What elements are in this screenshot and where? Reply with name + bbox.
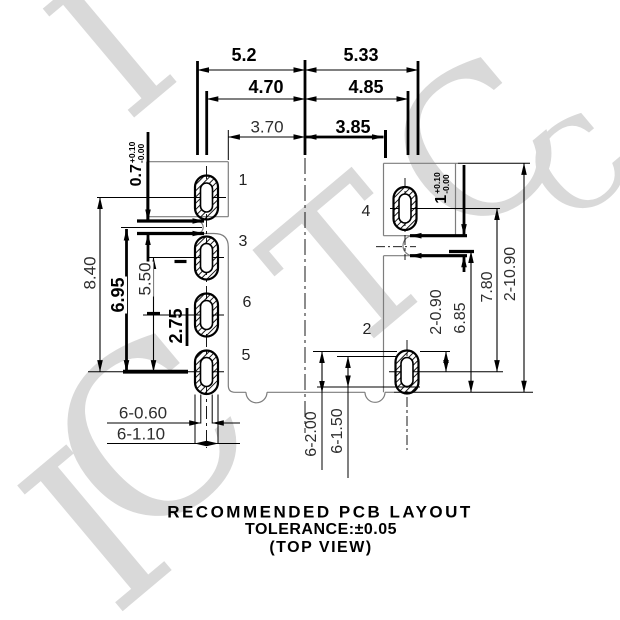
caption-tolerance: TOLERANCE:±0.05 [244,521,398,538]
dim-7-80: 7.80 [479,271,496,303]
dim-6-1-10: 6-1.10 [116,424,166,444]
pad-label-2: 2 [362,321,372,338]
dim-overall-left: 5.2 [231,45,257,65]
dim-8-40: 8.40 [80,255,100,291]
pad-5 [193,349,220,396]
pad-label-6: 6 [242,294,252,311]
dim-overall-right: 5.33 [343,45,379,65]
dim-2-0-90: 2-0.90 [428,289,445,335]
dim-6-1-50: 6-1.50 [329,408,346,454]
pad-label-4: 4 [361,203,371,220]
pad-6 [193,292,220,338]
tolerance-left-nominal: 0.7 [128,164,145,187]
tolerance-right-nominal: 1 [433,194,450,204]
dim-inner-left: 4.70 [248,77,284,97]
tolerance-left-minus: -0.00 [136,143,146,164]
caption-title: RECOMMENDED PCB LAYOUT [167,502,473,522]
dim-6-85: 6.85 [452,302,469,334]
tolerance-right: 1 +0.10 -0.00 [432,172,451,204]
dim-pad-left: 3.70 [250,117,284,137]
dim-2-10-90: 2-10.90 [502,246,519,302]
pad-4 [392,185,418,232]
dim-inner-right: 4.85 [348,77,384,97]
dim-6-95: 6.95 [108,276,128,314]
pad-3 [193,235,220,281]
caption-view: (TOP VIEW) [269,539,373,556]
dim-6-0-60: 6-0.60 [118,403,168,423]
pad-label-1: 1 [238,172,248,189]
dim-5-50: 5.50 [135,261,155,297]
pad-2 [394,349,420,395]
tolerance-right-minus: -0.00 [441,174,451,194]
dim-6-2-00: 6-2.00 [303,411,320,457]
dim-pad-right: 3.85 [335,117,371,137]
slot-dimension-bars [137,132,467,272]
pad-label-3: 3 [238,233,248,250]
dim-2-75: 2.75 [166,308,186,344]
pads [193,174,420,396]
tolerance-left: 0.7 +0.10 -0.00 [127,142,146,187]
pad-1 [193,174,220,221]
pad-label-5: 5 [241,347,251,364]
